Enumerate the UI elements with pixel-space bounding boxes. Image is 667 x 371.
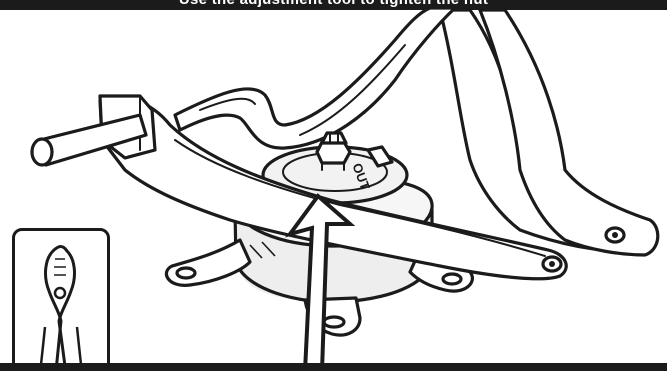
- tool-inset: [12, 228, 110, 371]
- steering-rod: [175, 8, 455, 148]
- bottom-border: [0, 363, 667, 371]
- pliers-icon: [15, 231, 107, 371]
- front-bracket: [440, 10, 658, 255]
